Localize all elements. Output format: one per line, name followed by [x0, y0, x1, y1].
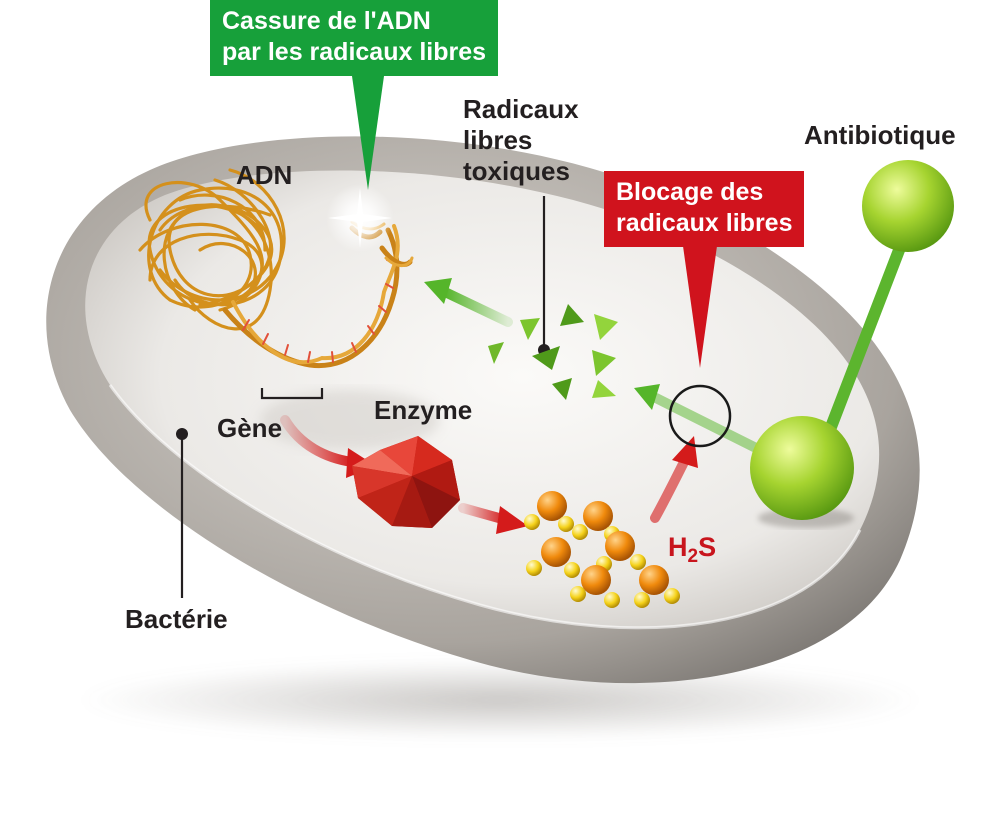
dna-break-label-line1: Cassure de l'ADN [222, 7, 431, 35]
blocking-circle-icon [668, 384, 732, 448]
blocking-label-line1: Blocage des [616, 178, 764, 206]
bacterium-label: Bactérie [125, 604, 228, 634]
gene-bracket [260, 388, 324, 400]
free-radicals-label-line3: toxiques [463, 156, 570, 186]
h2s-label-tail: S [698, 532, 717, 562]
blocking-callout-tail [683, 246, 717, 368]
dna-break-label-line2: par les radicaux libres [222, 38, 487, 66]
free-radical-icon [488, 304, 618, 400]
free-radicals-label-line1: Radicaux [463, 94, 579, 124]
blocking-label-line2: radicaux libres [616, 209, 793, 237]
free-radicals-label-line2: libres [463, 125, 533, 155]
dna-break-callout-tail [352, 76, 384, 190]
h2s-molecule-icon [524, 491, 680, 608]
antibiotic-molecule-icon [750, 160, 954, 528]
enzyme-label: Enzyme [374, 395, 473, 425]
antibiotic-to-radicals-arrow [634, 384, 765, 455]
free-radicals-label: Radicaux libres toxiques [463, 94, 579, 187]
enzyme-icosahedron-icon [352, 436, 460, 528]
h2s-label: H2S [668, 532, 716, 572]
dna-coil-icon [138, 168, 286, 331]
bacterium-pointer-dot [176, 428, 188, 440]
radicals-to-dna-arrow [424, 278, 513, 327]
h2s-label-subscript: 2 [687, 546, 699, 567]
dna-label: ADN [236, 160, 293, 190]
pointer-lines [180, 196, 546, 598]
enzyme-to-h2s-arrow [458, 503, 528, 534]
dna-helix-icon [222, 220, 414, 369]
dna-break-label: Cassure de l'ADN par les radicaux libres [210, 0, 499, 76]
gene-label: Gène [217, 413, 283, 443]
antibiotic-label: Antibiotique [804, 120, 956, 150]
dna-break-glow [326, 184, 394, 252]
h2s-label-base: H [668, 532, 688, 562]
blocking-label: Blocage des radicaux libres [604, 171, 805, 247]
